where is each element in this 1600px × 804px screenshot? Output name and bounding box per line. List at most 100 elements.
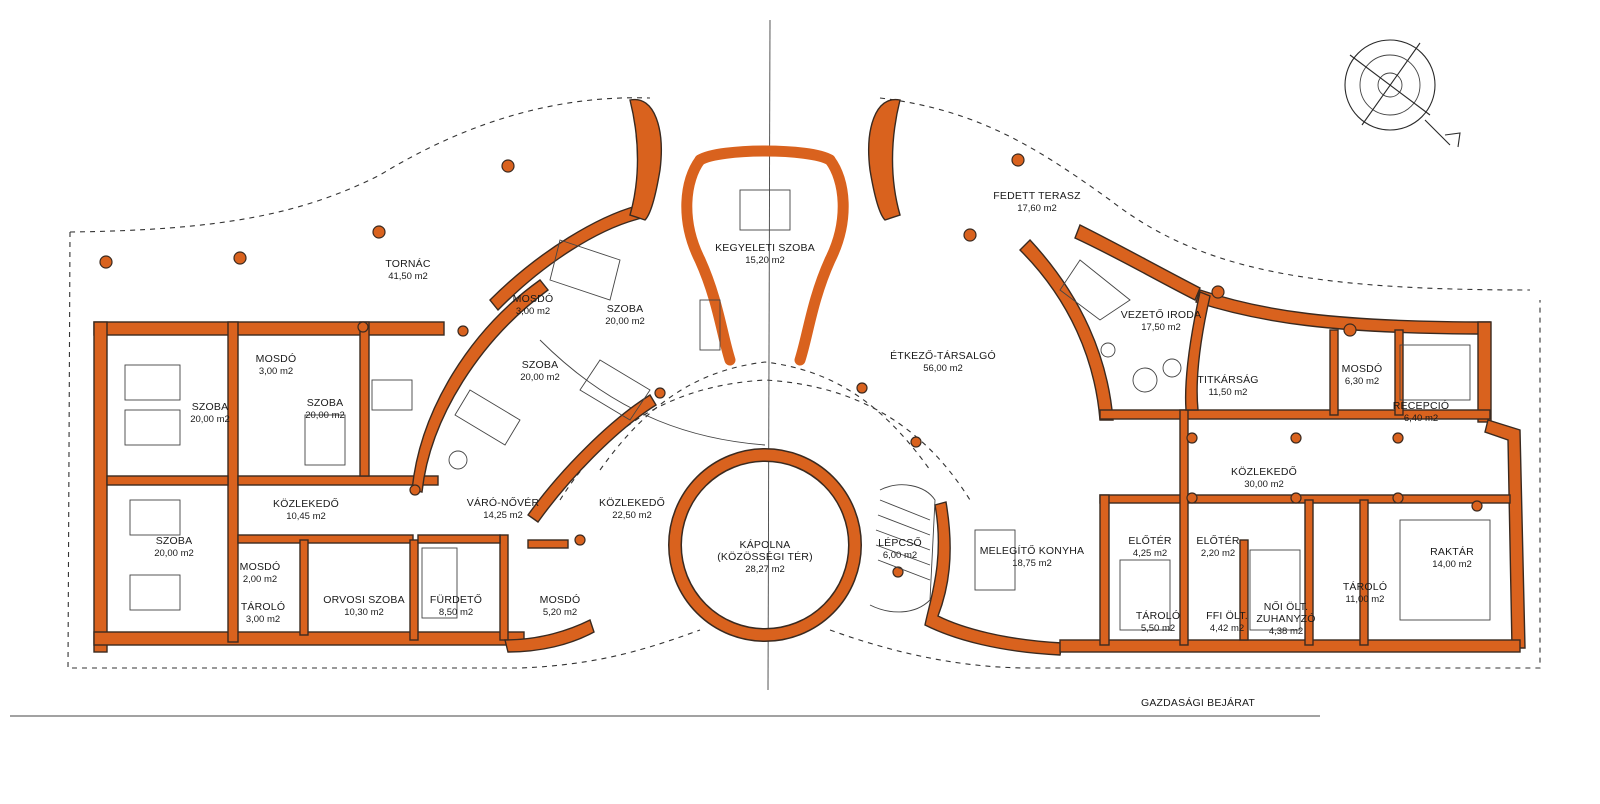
room-area: 41,50 m2 — [388, 271, 428, 282]
room-area: 3,00 m2 — [246, 614, 280, 625]
room-area: 15,20 m2 — [745, 255, 785, 266]
room-area: 22,50 m2 — [612, 510, 652, 521]
room-name: MOSDÓ — [240, 560, 281, 573]
room-name-line2: (KÖZÖSSÉGI TÉR) — [717, 550, 813, 563]
room-name: FFI ÖLT. — [1206, 610, 1248, 622]
room-name: KÖZLEKEDŐ — [1231, 464, 1297, 478]
room-name: LÉPCSŐ — [878, 535, 922, 549]
room-name: NŐI ÖLT. — [1264, 599, 1309, 613]
room-area: 20,00 m2 — [605, 316, 645, 327]
room-ffi-olt: FFI ÖLT.4,42 m2 — [1206, 610, 1248, 634]
room-name: FEDETT TERASZ — [993, 190, 1081, 202]
room-name: MOSDÓ — [1342, 362, 1383, 375]
east-wing-walls — [1059, 224, 1526, 653]
room-name: ÉTKEZŐ-TÁRSALGÓ — [890, 348, 996, 362]
room-area: 2,00 m2 — [243, 574, 277, 585]
room-area: 3,00 m2 — [259, 366, 293, 377]
entrance-label: GAZDASÁGI BEJÁRAT — [1141, 696, 1255, 709]
room-name: SZOBA — [522, 359, 559, 371]
room-name: RECEPCIÓ — [1393, 399, 1449, 412]
room-name: RAKTÁR — [1430, 545, 1474, 558]
room-name: SZOBA — [607, 303, 644, 315]
entrance-text: GAZDASÁGI BEJÁRAT — [1141, 696, 1255, 709]
room-name: TÁROLÓ — [241, 600, 285, 613]
room-name: KÖZLEKEDŐ — [599, 495, 665, 509]
room-area: 14,00 m2 — [1432, 559, 1472, 570]
room-area: 4,25 m2 — [1133, 548, 1167, 559]
room-area: 20,00 m2 — [520, 372, 560, 383]
room-name: VÁRÓ-NŐVÉR — [467, 495, 540, 509]
room-name: KÖZLEKEDŐ — [273, 496, 339, 510]
room-area: 4,38 m2 — [1269, 626, 1303, 637]
room-name: ELŐTÉR — [1128, 533, 1171, 547]
room-name: MELEGÍTŐ KONYHA — [980, 543, 1085, 557]
room-name: SZOBA — [307, 397, 344, 409]
room-area: 11,50 m2 — [1209, 387, 1248, 398]
room-area: 2,20 m2 — [1201, 548, 1235, 559]
room-area: 10,45 m2 — [286, 511, 326, 522]
room-area: 56,00 m2 — [923, 363, 963, 374]
room-name-line2: ZUHANYZÓ — [1256, 612, 1315, 625]
room-area: 3,00 m2 — [516, 306, 550, 317]
room-name: MOSDÓ — [256, 352, 297, 365]
room-name: SZOBA — [156, 535, 193, 547]
room-name: ORVOSI SZOBA — [323, 594, 405, 606]
room-name: SZOBA — [192, 401, 229, 413]
room-area: 18,75 m2 — [1012, 558, 1052, 569]
room-area: 20,00 m2 — [190, 414, 230, 425]
room-name: TITKÁRSÁG — [1197, 373, 1258, 386]
west-wing-walls — [93, 204, 657, 653]
room-name: TÁROLÓ — [1343, 580, 1387, 593]
room-area: 6,40 m2 — [1404, 413, 1438, 424]
room-area: 28,27 m2 — [745, 564, 785, 575]
room-area: 17,50 m2 — [1141, 322, 1181, 333]
room-name: KEGYELETI SZOBA — [715, 242, 815, 254]
room-name: ELŐTÉR — [1196, 533, 1239, 547]
room-area: 20,00 m2 — [154, 548, 194, 559]
room-area: 11,00 m2 — [1346, 594, 1385, 605]
room-name: FÜRDETŐ — [430, 592, 482, 606]
room-area: 30,00 m2 — [1244, 479, 1284, 490]
room-name: VEZETŐ IRODA — [1121, 307, 1202, 321]
room-area: 6,30 m2 — [1345, 376, 1379, 387]
room-name: TORNÁC — [385, 257, 431, 270]
room-area: 8,50 m2 — [439, 607, 473, 618]
room-name: MOSDÓ — [540, 593, 581, 606]
room-area: 6,00 m2 — [883, 550, 917, 561]
room-area: 5,50 m2 — [1141, 623, 1175, 634]
columns — [99, 153, 1483, 578]
